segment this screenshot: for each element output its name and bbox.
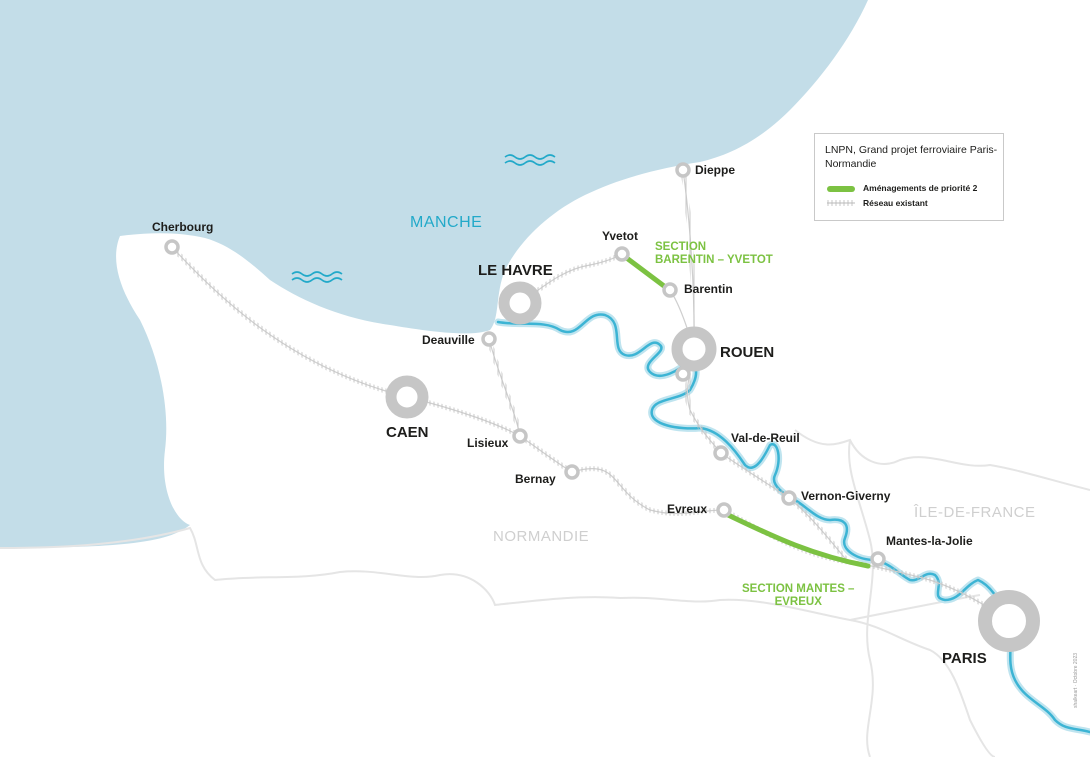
- section-label-barentin-yvetot: SECTION BARENTIN – YVETOT: [655, 241, 773, 267]
- stations: [164, 162, 1040, 652]
- legend-item-priority-2: Aménagements de priorité 2: [863, 183, 978, 193]
- section-label-line: EVREUX: [774, 596, 822, 609]
- station-mantes-icon: [870, 551, 886, 567]
- wave-icon: [291, 271, 343, 283]
- station-deauville-icon: [481, 331, 497, 347]
- station-caen-icon: [385, 375, 429, 419]
- section-mantes-evreux-line: [723, 511, 871, 569]
- city-label-caen: CAEN: [386, 424, 429, 441]
- station-vernon-giverny-icon: [781, 490, 797, 506]
- station-barentin-icon: [662, 282, 678, 298]
- city-label-cherbourg: Cherbourg: [152, 220, 214, 234]
- city-label-mantes-la-jolie: Mantes-la-Jolie: [886, 534, 973, 548]
- city-label-lisieux: Lisieux: [467, 436, 509, 450]
- seine-river: [494, 311, 1090, 736]
- city-label-val-de-reuil: Val-de-Reuil: [731, 431, 800, 445]
- city-label-barentin: Barentin: [684, 282, 733, 296]
- station-bernay-icon: [564, 464, 580, 480]
- station-yvetot-icon: [614, 246, 630, 262]
- priority-2-lines: [621, 253, 871, 569]
- region-borders: [0, 429, 1090, 757]
- map-legend: LNPN, Grand projet ferroviaire Paris-Nor…: [814, 133, 1004, 221]
- station-paris-icon: [978, 590, 1040, 652]
- section-label-line: SECTION MANTES –: [742, 583, 855, 595]
- station-le-havre-icon: [498, 281, 542, 325]
- city-label-bernay: Bernay: [515, 472, 556, 486]
- city-label-rouen: ROUEN: [720, 344, 775, 361]
- legend-item-existing-network: Réseau existant: [863, 198, 928, 208]
- station-dieppe-icon: [675, 162, 691, 178]
- section-label-line: BARENTIN – YVETOT: [655, 254, 773, 267]
- region-label-ile-de-france: ÎLE-DE-FRANCE: [914, 504, 1036, 521]
- region-label-normandie: NORMANDIE: [493, 528, 590, 545]
- city-label-vernon-giverny: Vernon-Giverny: [801, 489, 891, 503]
- city-label-paris: PARIS: [942, 650, 987, 667]
- legend-rail-track-icon: [827, 200, 855, 206]
- wave-icon: [504, 154, 556, 166]
- city-label-dieppe: Dieppe: [695, 163, 736, 177]
- sea-label: MANCHE: [410, 214, 483, 231]
- section-label-mantes-evreux: SECTION MANTES – EVREUX: [742, 583, 854, 609]
- station-evreux-icon: [716, 502, 732, 518]
- legend-title: LNPN, Grand projet ferroviaire Paris-Nor…: [825, 144, 998, 170]
- section-label-line: SECTION: [655, 241, 707, 253]
- sea-area: [0, 0, 868, 548]
- section-barentin-yvetot-line: [621, 253, 671, 292]
- station-val-de-reuil-icon: [713, 445, 729, 461]
- city-label-yvetot: Yvetot: [602, 229, 639, 243]
- legend-green-line-icon: [827, 186, 855, 192]
- city-label-le-havre: LE HAVRE: [478, 262, 553, 279]
- city-label-deauville: Deauville: [422, 333, 475, 347]
- station-rouen-icon: [671, 326, 717, 372]
- credit-text: shalkeart · Octobre 2023: [1073, 652, 1079, 708]
- station-lisieux-icon: [512, 428, 528, 444]
- city-label-evreux: Evreux: [667, 502, 708, 516]
- station-cherbourg-icon: [164, 239, 180, 255]
